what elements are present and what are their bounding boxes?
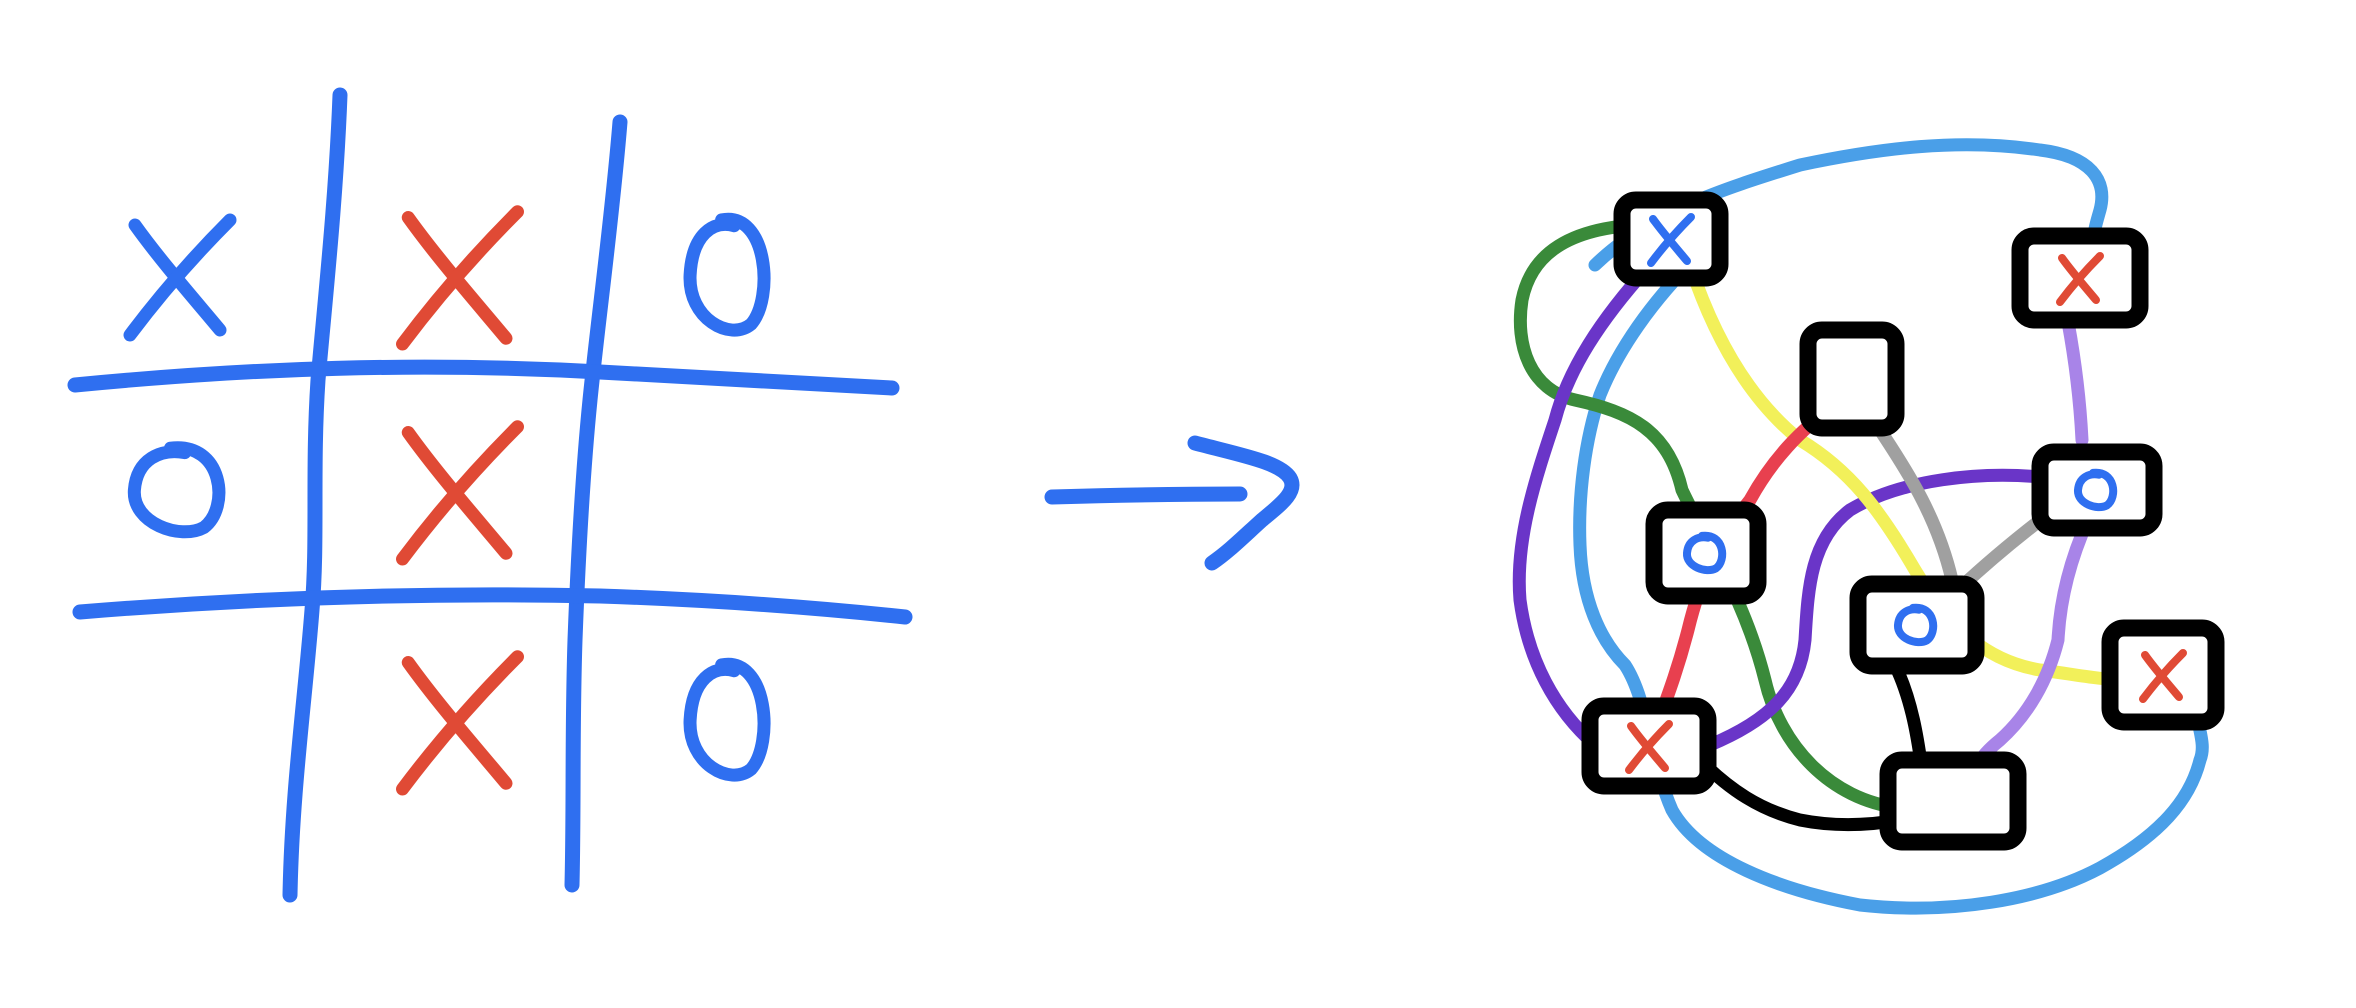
graph-node [2101,619,2225,731]
graph-node [2011,227,2149,329]
graph-edges [1512,138,2209,915]
graph-node [1849,575,1985,675]
grid-line-horizontal-top [67,359,900,396]
graph-node-box [1799,321,1905,437]
tic-tac-toe-board [67,87,913,903]
graph-node [2031,443,2163,537]
x-stroke-2 [1625,720,1673,774]
board-cell-0-1-mark [396,205,524,351]
arrow-right-icon [1044,435,1300,571]
graph-edge-purple [1512,258,2057,752]
graph-node-box [1879,751,2027,851]
graph-node-x-mark [1625,720,1673,774]
graph-node-box [1645,501,1767,605]
graph-node [1879,751,2027,851]
graph-node-box [2031,443,2163,537]
graph-node-x-mark [1647,213,1695,267]
graph-node [1613,191,1729,287]
graph-node-box [1849,575,1985,675]
x-stroke-2 [1647,213,1695,267]
x-stroke-2 [123,213,237,342]
graph-node [1799,321,1905,437]
arrow-head [1187,435,1300,571]
graph-node-o-mark [1894,603,1938,647]
graph-node [1645,501,1767,605]
x-stroke-2 [2139,649,2187,703]
x-stroke-2 [396,420,524,566]
board-cell-1-0-mark [127,441,226,539]
x-stroke-2 [2056,252,2104,306]
graph-node [1581,697,1717,795]
graph-edge-green [1513,218,1907,815]
grid-line-horizontal-bottom [72,587,913,625]
x-stroke-2 [396,650,524,796]
board-cell-2-2-mark [683,657,771,782]
graph-node-o-mark [1683,531,1727,575]
graph-node-x-mark [2056,252,2104,306]
graph [1512,138,2225,915]
board-cell-0-0-mark [123,213,237,342]
board-cell-0-2-mark [683,212,771,337]
graph-edge-lavender [1968,315,2095,777]
x-stroke-2 [396,205,524,351]
board-cell-2-1-mark [396,650,524,796]
graph-nodes [1581,191,2225,851]
board-grid [67,87,913,903]
board-marks [123,205,771,796]
grid-line-vertical-right [564,114,628,893]
graph-node-o-mark [2074,468,2118,512]
board-cell-1-1-mark [396,420,524,566]
grid-line-vertical-left [282,87,348,903]
graph-node-x-mark [2139,649,2187,703]
arrow-shaft [1044,486,1248,505]
